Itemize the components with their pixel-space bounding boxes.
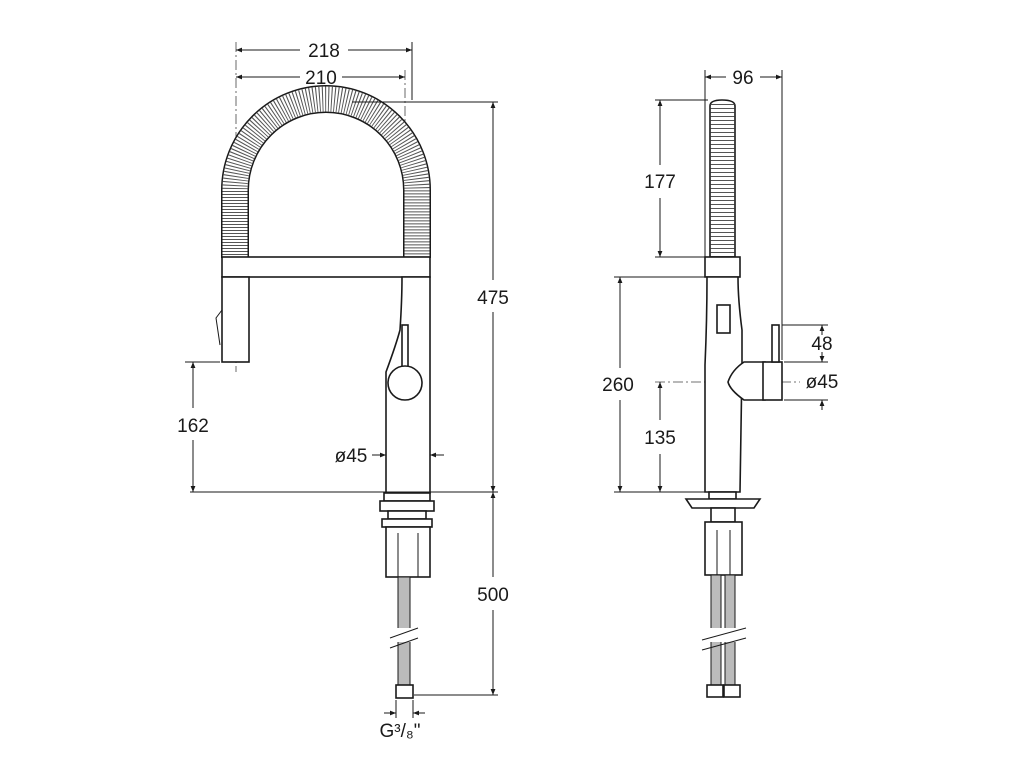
side-view: 96 177 260 135 48 ø45	[602, 68, 839, 698]
support-bar	[221, 256, 431, 278]
dimension-48: 48	[811, 334, 832, 355]
flexible-hose	[221, 85, 431, 258]
dimension-210: 210	[305, 68, 337, 89]
dimension-177: 177	[644, 172, 676, 193]
handle-knob	[387, 365, 423, 401]
spray-trigger	[215, 309, 223, 346]
mounting-nut	[385, 526, 431, 578]
lever	[771, 324, 780, 363]
dimension-diameter-45: ø45	[335, 446, 368, 467]
base-washer	[710, 507, 736, 523]
collar	[704, 256, 741, 278]
hose-fitting	[723, 684, 741, 698]
hose-fitting	[395, 684, 414, 699]
hose-fitting	[706, 684, 724, 698]
base-plate	[684, 498, 762, 509]
front-view: 218 210 475 162 ø45 500 G³/₈"	[177, 41, 509, 742]
base-flange	[379, 500, 435, 512]
dimension-475: 475	[477, 288, 509, 309]
handle-cylinder	[762, 361, 783, 401]
dimension-96: 96	[732, 68, 753, 89]
dimension-260: 260	[602, 375, 634, 396]
dimension-162: 162	[177, 416, 209, 437]
base-ring	[383, 492, 431, 502]
spray-head	[221, 276, 250, 363]
base-ring	[708, 491, 737, 500]
body-window	[716, 304, 731, 334]
lever	[401, 324, 409, 371]
base-washer	[387, 510, 427, 520]
dimension-thread-g3-8: G³/₈"	[379, 721, 420, 742]
mounting-nut	[704, 521, 743, 576]
base-ring	[381, 518, 433, 528]
dimension-500: 500	[477, 585, 509, 606]
dimension-diameter-45: ø45	[806, 372, 839, 393]
dimension-135: 135	[644, 428, 676, 449]
flexible-hose	[709, 99, 736, 258]
handle-cone	[727, 361, 766, 401]
dimension-218: 218	[308, 41, 340, 62]
